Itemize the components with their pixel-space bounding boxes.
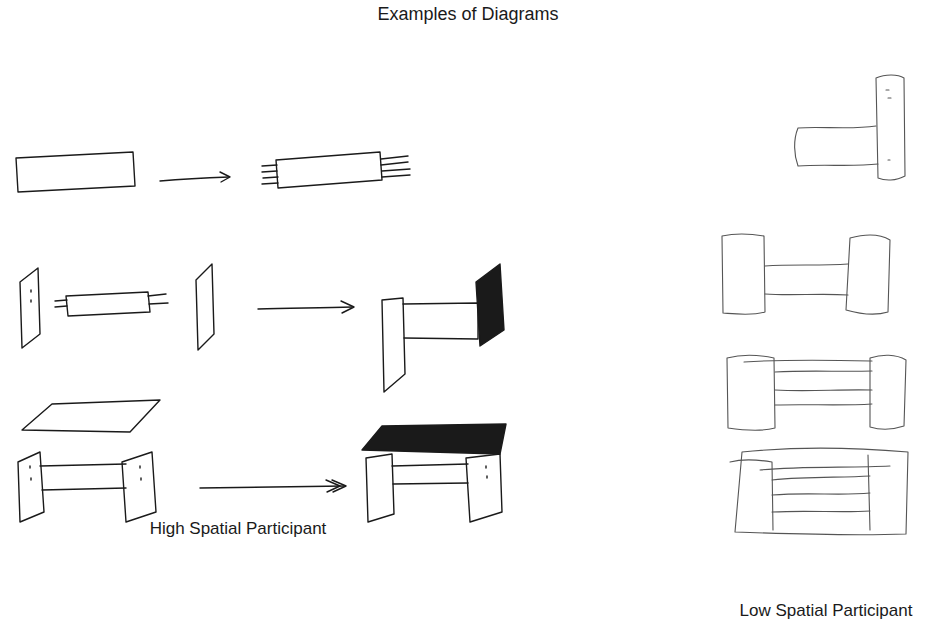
arrow-head [341, 301, 354, 313]
side-box [876, 75, 905, 180]
peg-hole [486, 466, 487, 478]
plank [66, 292, 150, 316]
side-box [846, 235, 890, 314]
arrow-line [200, 486, 345, 488]
table-top [362, 424, 506, 454]
low-sketch-3 [727, 355, 906, 430]
pegged-plank-sketch [55, 292, 168, 316]
beam [403, 303, 478, 339]
plank [276, 152, 382, 188]
peg [381, 156, 408, 165]
plank-sketch [16, 152, 135, 192]
panel [20, 268, 40, 348]
beam [765, 264, 848, 295]
peg [262, 165, 277, 172]
low-sketch-4 [730, 448, 908, 535]
peg [55, 300, 67, 307]
side-box [730, 455, 870, 530]
figure-title: Examples of Diagrams [0, 4, 936, 26]
panel [382, 298, 405, 392]
panel-sketch [196, 264, 214, 350]
peg-hole [140, 466, 141, 480]
side-box [727, 355, 775, 430]
plank [16, 152, 135, 192]
peg [382, 169, 410, 177]
beam [760, 466, 890, 512]
arrow-sketch [258, 301, 354, 313]
beam [392, 464, 468, 484]
assembled-sketch [382, 264, 504, 392]
panel-sketch [20, 268, 40, 348]
participant-label: High Spatial Participant [150, 519, 327, 539]
assembled-table-sketch [362, 424, 506, 522]
arrow-line [258, 307, 352, 309]
beam [795, 126, 878, 166]
table-parts-sketch [18, 400, 160, 522]
beam [744, 360, 872, 405]
side-box [722, 234, 765, 314]
table-top [22, 400, 160, 432]
table-top [735, 448, 908, 535]
peg-hole [30, 290, 31, 302]
leg-panel [366, 454, 394, 522]
low-sketch-1 [795, 75, 905, 180]
dark-panel [476, 264, 504, 346]
arrow-sketch [160, 172, 230, 182]
pegged-plank-sketch [262, 152, 410, 188]
side-box [870, 355, 906, 429]
leg-panel [122, 452, 156, 522]
peg [262, 177, 278, 184]
participant-label: Low Spatial Participant [740, 601, 913, 621]
peg [148, 294, 168, 304]
peg [886, 90, 891, 160]
low-sketch-2 [722, 234, 890, 314]
arrow-line [160, 177, 229, 181]
arrow-head [220, 172, 230, 182]
beam [40, 464, 126, 490]
peg-hole [30, 466, 31, 480]
panel [196, 264, 214, 350]
leg-panel [466, 454, 502, 522]
arrow-head [326, 480, 346, 492]
arrow-sketch [200, 480, 346, 492]
leg-panel [18, 452, 44, 522]
